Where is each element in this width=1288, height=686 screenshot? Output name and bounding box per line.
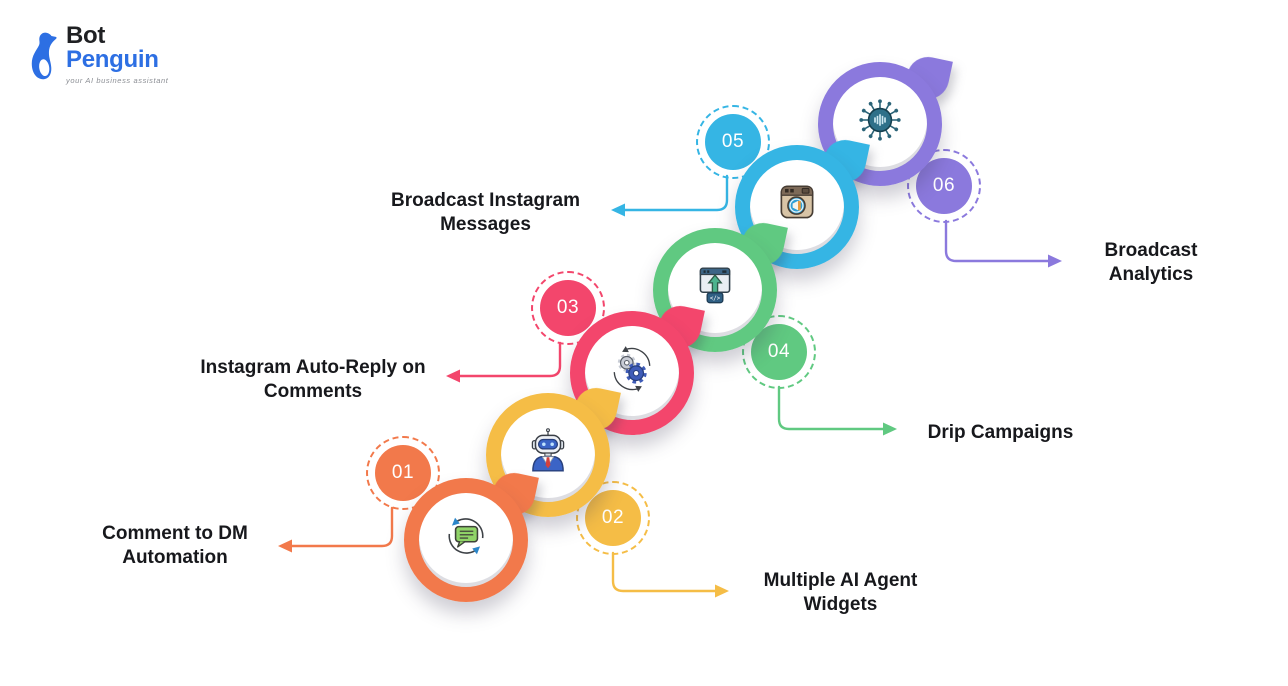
penguin-logo-icon <box>31 32 57 80</box>
ring-band <box>404 478 528 602</box>
step-label-3: Instagram Auto-Reply on Comments <box>200 357 426 402</box>
step-label-5: Broadcast Instagram Messages <box>390 190 580 235</box>
step-label-6: Broadcast Analytics <box>1104 240 1198 285</box>
connector-step-4 <box>777 385 897 436</box>
step-number: 06 <box>916 158 972 214</box>
step-label-4: Drip Campaigns <box>927 422 1074 443</box>
connector-step-5 <box>611 174 729 217</box>
step-number: 03 <box>540 280 596 336</box>
step-badge-1: 01 <box>366 436 440 510</box>
step-number: 05 <box>705 114 761 170</box>
step-label-2: Multiple AI Agent Widgets <box>763 570 918 615</box>
connector-step-6 <box>944 219 1062 268</box>
logo-tagline: your AI business assistant <box>66 75 169 85</box>
connector-step-2 <box>611 551 729 598</box>
step-label-1: Comment to DM Automation <box>102 523 248 568</box>
logo-text-bot: Bot <box>66 22 106 49</box>
step-number: 01 <box>375 445 431 501</box>
step-ring-1 <box>404 469 539 602</box>
step-badge-6: 06 <box>907 149 981 223</box>
step-badge-5: 05 <box>696 105 770 179</box>
logo-text-penguin: Penguin <box>66 46 159 74</box>
step-number: 04 <box>751 324 807 380</box>
step-number: 02 <box>585 490 641 546</box>
botpenguin-logo: Bot Penguin your AI business assistant <box>26 22 169 85</box>
connector-step-3 <box>446 341 562 383</box>
step-badge-3: 03 <box>531 271 605 345</box>
step-badge-4: 04 <box>742 315 816 389</box>
connector-step-1 <box>278 506 394 553</box>
step-badge-2: 02 <box>576 481 650 555</box>
